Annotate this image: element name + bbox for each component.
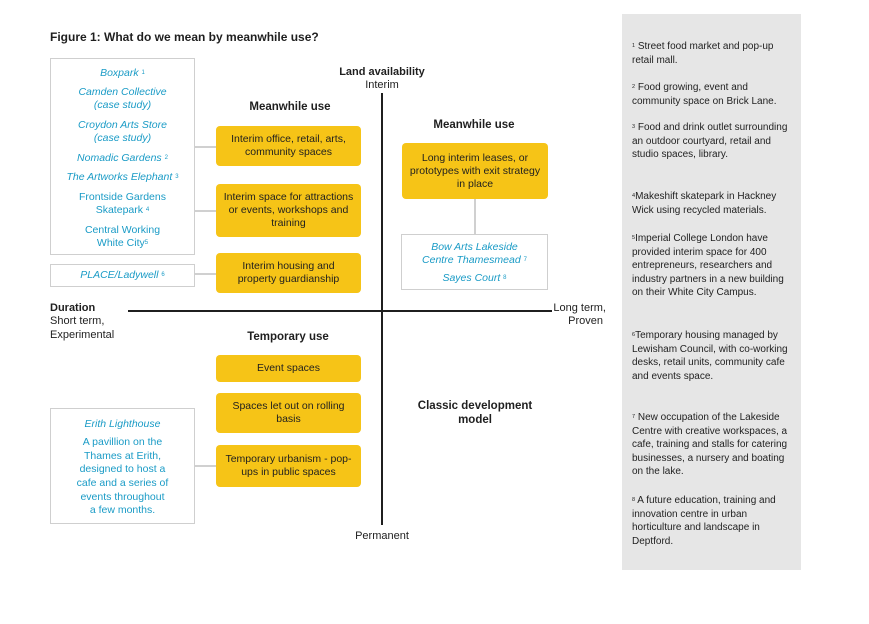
example-boxpark: Boxpark 1 — [100, 67, 145, 79]
quadrant-bottom-right-label-2: model — [458, 414, 492, 426]
examples-box-place — [50, 264, 195, 287]
connector-line — [194, 210, 216, 212]
examples-box-long-term — [401, 234, 548, 290]
examples-box-temporary — [50, 408, 195, 524]
footnote-7: 7 New occupation of the Lakeside Centre … — [632, 412, 788, 478]
footnote-4: 4Makeshift skatepark in Hackney Wick usi… — [632, 191, 777, 216]
category-box-interim-office: Interim office, retail, arts, community … — [216, 126, 361, 166]
figure-title: Figure 1: What do we mean by meanwhile u… — [50, 30, 319, 44]
example-erith-desc-3: designed to host a — [79, 463, 166, 475]
example-frontside-gardens-2: Skatepark 4 — [95, 204, 150, 216]
example-erith-desc-1: A pavillion on the — [82, 436, 163, 448]
footnote-8: 8 A future education, training and innov… — [632, 495, 776, 547]
connector-line — [194, 146, 216, 148]
footnotes-panel — [622, 14, 801, 570]
footnote-6: 6Temporary housing managed by Lewisham C… — [632, 330, 788, 382]
category-box-temporary-urbanism: Temporary urbanism - pop-ups in public s… — [216, 445, 361, 487]
example-bow-arts-2: Centre Thamesmead 7 — [422, 254, 527, 266]
example-artworks-elephant: The Artworks Elephant 3 — [66, 171, 179, 183]
examples-box-meanwhile — [50, 58, 195, 255]
connector-line — [474, 199, 476, 234]
example-erith-desc-6: a few months. — [89, 504, 156, 516]
example-erith-desc-2: Thames at Erith, — [83, 450, 162, 462]
footnote-3: 3 Food and drink outlet surrounding an o… — [632, 122, 788, 161]
example-bow-arts-1: Bow Arts Lakeside — [431, 241, 518, 253]
y-axis-title: Land availability — [339, 66, 425, 78]
x-axis-right-label-1: Long term, — [553, 302, 606, 314]
x-axis-left-label-2: Experimental — [50, 329, 115, 341]
quadrant-bottom-right-label-1: Classic development — [417, 400, 533, 412]
example-erith-lighthouse: Erith Lighthouse — [84, 418, 161, 430]
example-croydon-subtitle: (case study) — [93, 132, 152, 144]
y-axis-bottom-label: Permanent — [355, 530, 409, 542]
example-place-ladywell: PLACE/Ladywell 6 — [80, 269, 165, 281]
example-sayes-court: Sayes Court 8 — [442, 272, 507, 284]
quadrant-top-right-label: Meanwhile use — [433, 119, 515, 131]
connector-line — [194, 273, 216, 275]
connector-line — [194, 465, 216, 467]
example-nomadic-gardens: Nomadic Gardens 2 — [77, 152, 168, 164]
example-central-working-2: White City5 — [96, 237, 149, 249]
category-box-long-interim-leases: Long interim leases, or prototypes with … — [402, 143, 548, 199]
example-erith-desc-5: events throughout — [80, 491, 165, 503]
example-croydon-arts-store: Croydon Arts Store — [78, 119, 167, 131]
example-camden-collective: Camden Collective — [78, 86, 167, 98]
footnote-1: 1 Street food market and pop-up retail m… — [632, 41, 774, 66]
example-central-working-1: Central Working — [84, 224, 161, 236]
y-axis-top-label: Interim — [365, 79, 399, 91]
category-box-rolling-basis: Spaces let out on rolling basis — [216, 393, 361, 433]
example-frontside-gardens-1: Frontside Gardens — [79, 191, 166, 203]
x-axis-right-label-2: Proven — [568, 315, 603, 327]
example-erith-desc-4: cafe and a series of — [76, 477, 169, 489]
category-box-interim-housing: Interim housing and property guardianshi… — [216, 253, 361, 293]
footnote-2: 2 Food growing, event and community spac… — [632, 82, 777, 107]
footnote-5: 5Imperial College London have provided i… — [632, 233, 784, 299]
x-axis-title: Duration — [50, 302, 96, 314]
x-axis-left-label-1: Short term, — [50, 315, 105, 327]
example-camden-subtitle: (case study) — [93, 99, 152, 111]
category-box-interim-attractions: Interim space for attractions or events,… — [216, 184, 361, 237]
quadrant-top-left-label: Meanwhile use — [249, 101, 331, 113]
x-axis-line — [128, 310, 552, 312]
quadrant-bottom-left-label: Temporary use — [247, 331, 329, 343]
y-axis-line — [381, 93, 383, 525]
category-box-event-spaces: Event spaces — [216, 355, 361, 382]
